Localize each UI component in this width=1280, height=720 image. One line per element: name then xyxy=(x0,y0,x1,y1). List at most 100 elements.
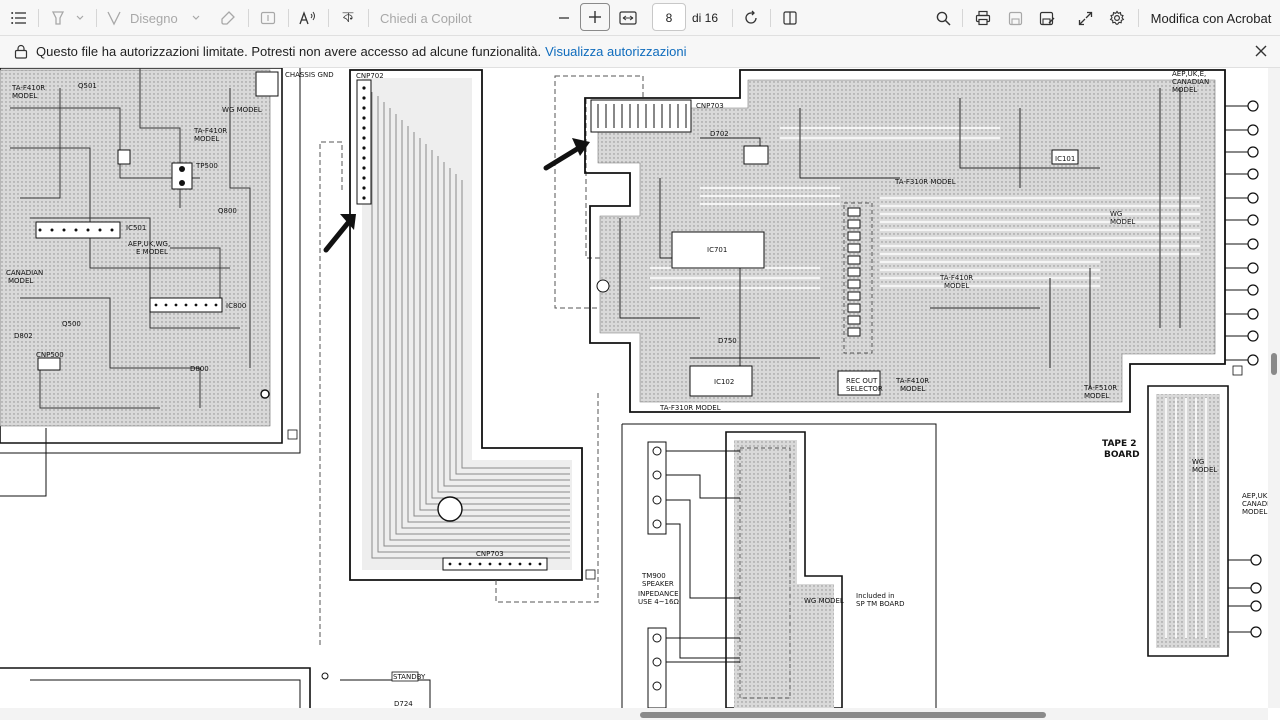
label: SELECTOR xyxy=(846,385,883,393)
zoom-out-icon[interactable] xyxy=(554,0,574,36)
label: CANADI xyxy=(1242,500,1268,508)
draw-button[interactable]: Disegno xyxy=(130,10,178,26)
label: WG MODEL xyxy=(222,106,262,114)
gear-icon[interactable] xyxy=(1106,0,1128,36)
label: Q500 xyxy=(62,320,81,328)
label: E MODEL xyxy=(136,248,168,256)
notice-message: Questo file ha autorizzazioni limitate. … xyxy=(36,44,542,59)
expand-icon[interactable] xyxy=(1074,0,1096,36)
label: SP TM BOARD xyxy=(856,600,905,608)
label: MODEL xyxy=(1242,508,1267,516)
label: IC102 xyxy=(714,378,734,386)
vertical-scrollbar[interactable] xyxy=(1268,68,1280,708)
label: TA-F410R xyxy=(895,377,929,385)
edit-with-acrobat-button[interactable]: Modifica con Acrobat xyxy=(1150,10,1272,26)
save-as-icon[interactable] xyxy=(1036,0,1058,36)
arrow-icon xyxy=(543,138,590,171)
label: Included in xyxy=(856,592,895,600)
label: D802 xyxy=(14,332,33,340)
label: MODEL xyxy=(12,92,37,100)
page-number-input[interactable]: 8 xyxy=(652,3,686,31)
permission-notice: Questo file ha autorizzazioni limitate. … xyxy=(0,36,1280,68)
label: CNP703 xyxy=(696,102,724,110)
label: TA-F310R MODEL xyxy=(894,178,956,186)
label: CNP703 xyxy=(476,550,504,558)
middle-board: CNP702 CNP703 xyxy=(319,69,599,648)
search-icon[interactable] xyxy=(932,0,954,36)
label: D750 xyxy=(718,337,737,345)
translate-icon[interactable]: ক xyxy=(342,7,354,26)
zoom-in-icon xyxy=(589,11,601,23)
horizontal-scrollbar[interactable] xyxy=(0,708,1268,720)
document-viewport[interactable]: TA-F410R MODEL Q501 WG MODEL CHASSIS GND… xyxy=(0,68,1268,708)
label: WG xyxy=(1192,458,1204,466)
highlight-icon[interactable] xyxy=(46,0,70,36)
label: CNP500 xyxy=(36,351,64,359)
draw-icon[interactable] xyxy=(104,0,124,36)
horizontal-scroll-thumb[interactable] xyxy=(640,712,1046,718)
label: TAPE 2 xyxy=(1102,439,1137,449)
chevron-down-icon[interactable] xyxy=(72,0,88,36)
label: D724 xyxy=(394,700,413,708)
label: AEP,UK,E, xyxy=(1172,70,1206,78)
label: CANADIAN xyxy=(6,269,43,277)
rotate-icon[interactable] xyxy=(740,0,762,36)
right-board: CNP703 D702 TA-F310R MODEL IC701 IC101 T… xyxy=(554,69,1259,413)
read-aloud-icon[interactable] xyxy=(296,0,320,36)
view-permissions-link[interactable]: Visualizza autorizzazioni xyxy=(545,44,687,59)
label: MODEL xyxy=(1084,392,1109,400)
label: TA-F410R xyxy=(193,127,227,135)
ask-copilot-button[interactable]: Chiedi a Copilot xyxy=(380,10,472,26)
zoom-in-button[interactable] xyxy=(580,3,610,31)
label: Q501 xyxy=(78,82,97,90)
label: IC101 xyxy=(1055,155,1075,163)
label: REC OUT xyxy=(846,377,878,385)
label: D800 xyxy=(190,365,209,373)
print-icon[interactable] xyxy=(972,0,994,36)
label: BOARD xyxy=(1104,450,1140,460)
label: USE 4~16Ω xyxy=(638,598,679,606)
label: WG MODEL xyxy=(804,597,844,605)
fit-page-icon[interactable] xyxy=(616,0,640,36)
eraser-icon[interactable] xyxy=(216,0,240,36)
label: WG xyxy=(1110,210,1122,218)
speaker-board: TM900 SPEAKER INPEDANCE USE 4~16Ω WG MOD… xyxy=(621,423,937,708)
chevron-down-icon[interactable] xyxy=(188,0,204,36)
lock-icon xyxy=(14,44,28,59)
label: IC800 xyxy=(226,302,246,310)
label: MODEL xyxy=(194,135,219,143)
label: TA-F310R MODEL xyxy=(659,404,721,412)
tape2-board: TAPE 2 BOARD WG MODEL AEP,UK, CANADI MOD… xyxy=(1102,385,1268,657)
label: Q800 xyxy=(218,207,237,215)
page-view-icon[interactable] xyxy=(778,0,802,36)
label: MODEL xyxy=(1172,86,1197,94)
label: MODEL xyxy=(8,277,33,285)
vertical-scroll-thumb[interactable] xyxy=(1271,353,1277,375)
label: CANADIAN xyxy=(1172,78,1209,86)
label: IC701 xyxy=(707,246,727,254)
label: MODEL xyxy=(900,385,925,393)
text-box-icon[interactable] xyxy=(256,0,280,36)
label: TA-F410R xyxy=(939,274,973,282)
label: AEP,UK,WG, xyxy=(128,240,170,248)
arrow-icon xyxy=(323,214,356,253)
label: STANDBY xyxy=(393,673,426,681)
label: AEP,UK, xyxy=(1242,492,1268,500)
label: TA-F510R xyxy=(1083,384,1117,392)
label: TM900 xyxy=(641,572,666,580)
label: CHASSIS GND xyxy=(285,71,334,79)
left-board: TA-F410R MODEL Q501 WG MODEL CHASSIS GND… xyxy=(0,68,334,497)
page-total: di 16 xyxy=(692,11,719,25)
close-icon[interactable] xyxy=(1254,44,1268,58)
label: INPEDANCE xyxy=(638,590,679,598)
contents-menu-icon[interactable] xyxy=(6,0,32,36)
label: TA-F410R xyxy=(11,84,45,92)
label: TP500 xyxy=(195,162,218,170)
pcb-schematic: TA-F410R MODEL Q501 WG MODEL CHASSIS GND… xyxy=(0,68,1268,708)
save-icon[interactable] xyxy=(1004,0,1026,36)
label: MODEL xyxy=(1110,218,1135,226)
toolbar: Disegno ক Chiedi a Copilot 8 di 16 xyxy=(0,0,1280,36)
label: IC501 xyxy=(126,224,146,232)
label: D702 xyxy=(710,130,729,138)
standby-board: STANDBY D724 xyxy=(0,667,431,708)
